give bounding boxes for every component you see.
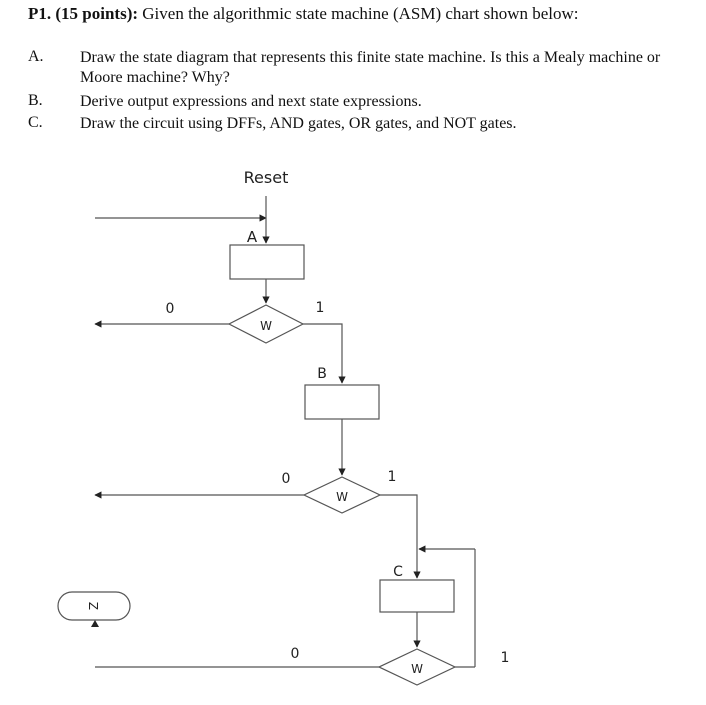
state-c-box [379, 579, 455, 613]
output-z-oval [57, 591, 131, 621]
state-a-box [229, 244, 305, 280]
item-letter-c: C. [28, 114, 43, 131]
decision-3-diamond [377, 648, 457, 686]
item-text-c: Draw the circuit using DFFs, AND gates, … [80, 115, 517, 132]
state-b-box [304, 384, 380, 420]
item-text-a: Draw the state diagram that represents t… [80, 49, 661, 86]
decision-1-input: W [260, 319, 272, 333]
item-letter-a: A. [28, 48, 44, 65]
item-text-b: Derive output expressions and next state… [80, 93, 422, 110]
decision-3-one-label: 1 [501, 650, 510, 666]
problem-header: P1. (15 points): Given the algorithmic s… [28, 4, 579, 24]
decision-2-one-label: 1 [388, 469, 397, 485]
state-c-label: C [393, 564, 403, 580]
item-letter-b: B. [28, 92, 43, 109]
decision-1-zero-label: 0 [166, 301, 175, 317]
decision-2-one-line [380, 494, 421, 579]
output-z-arrowhead [91, 620, 99, 627]
problem-text: Given the algorithmic state machine (ASM… [142, 4, 579, 23]
decision-2-input: W [336, 490, 348, 504]
decision-2-diamond [302, 476, 382, 514]
decision-1-one-label: 1 [316, 300, 325, 316]
decision-3-zero-label: 0 [291, 646, 300, 662]
state-b-label: B [317, 366, 327, 382]
output-z-label: Z [86, 602, 100, 610]
state-a-label: A [247, 228, 258, 246]
decision-2-zero-label: 0 [282, 471, 291, 487]
decision-1-one-line [303, 323, 346, 384]
problem-label: P1. (15 points): [28, 4, 139, 23]
decision-1-diamond [227, 304, 305, 344]
reset-label: Reset [244, 168, 289, 187]
decision-3-input: W [411, 662, 423, 676]
